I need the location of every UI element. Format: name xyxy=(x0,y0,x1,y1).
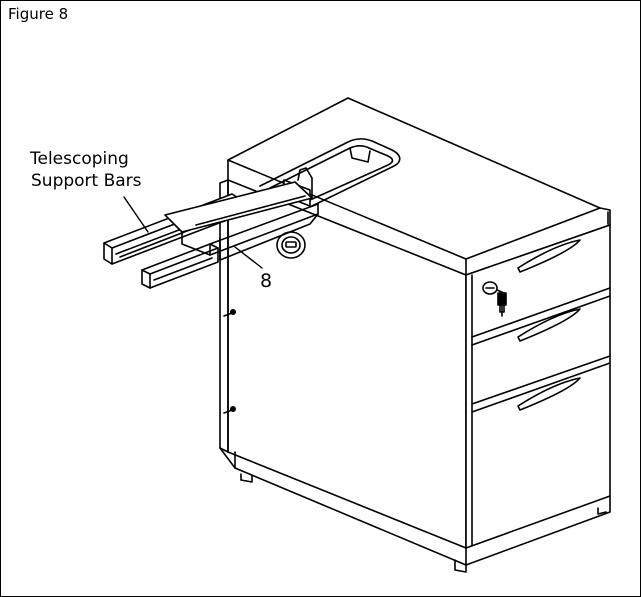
cabinet-foot-left xyxy=(240,473,253,483)
lock-icon xyxy=(482,281,507,317)
figure-title: Figure 8 xyxy=(8,5,69,23)
part-number-label: 8 xyxy=(260,270,273,292)
cabinet-foot-front xyxy=(454,559,467,573)
cabinet-top xyxy=(227,97,611,276)
drawer-handle-bottom xyxy=(517,377,581,411)
callout-leader-support-bars xyxy=(123,196,149,233)
telescoping-support-bar-front xyxy=(141,243,219,289)
side-pin-upper xyxy=(223,308,237,317)
drawer-handle-middle xyxy=(517,308,581,342)
callout-support-bars-label: Support Bars xyxy=(31,171,142,191)
support-bar-bracket xyxy=(164,167,319,261)
cabinet-foot-right xyxy=(597,507,607,515)
side-pin-lower xyxy=(223,405,237,414)
drawer-handle-top xyxy=(517,239,581,273)
callout-telescoping-label: Telescoping xyxy=(30,149,129,169)
callout-leader-part-8 xyxy=(234,246,263,269)
